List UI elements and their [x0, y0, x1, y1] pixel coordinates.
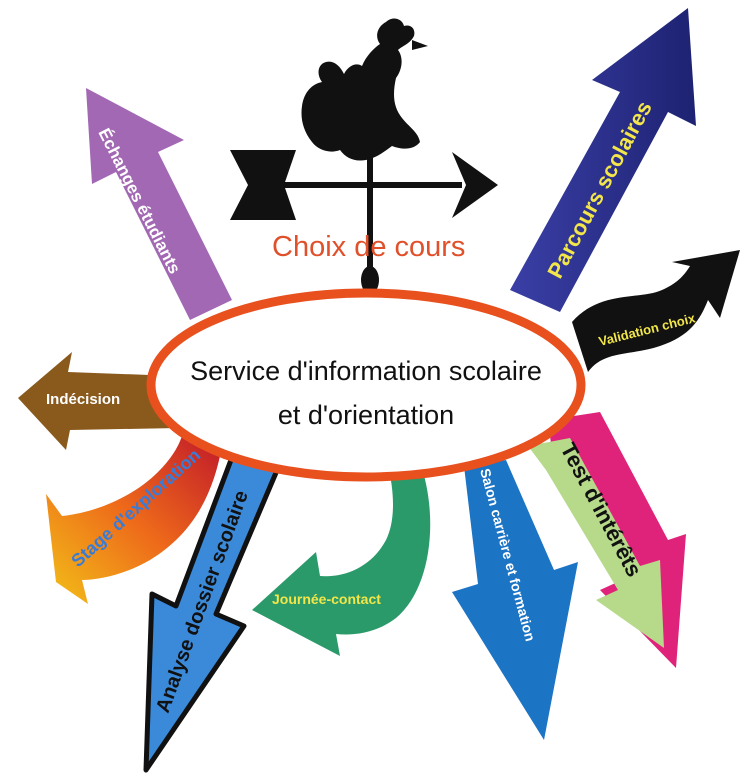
center-title-line2: et d'orientation — [278, 400, 454, 430]
arrow-validation-choix: Validation choix — [572, 250, 740, 372]
test-arrow-shape — [528, 438, 664, 648]
parcours-arrow-shape — [510, 8, 696, 312]
parcours-label: Parcours scolaires — [542, 97, 657, 283]
journee-label: Journée-contact — [272, 591, 381, 607]
arrow-journee-contact: Journée-contact — [252, 462, 431, 656]
arrow-salon-carriere: Salon carrière et formation — [452, 460, 578, 740]
center-title-line1: Service d'information scolaire — [190, 356, 542, 386]
indecision-arrow-shape — [18, 352, 178, 450]
arrow-parcours-scolaires: Parcours scolaires — [510, 8, 696, 312]
indecision-label: Indécision — [46, 391, 120, 408]
rooster-beak — [412, 40, 428, 50]
weathervane-label: Choix de cours — [272, 231, 465, 263]
journee-arrow-shape — [252, 462, 431, 656]
echanges-arrow-shape — [86, 88, 232, 320]
weathervane-pole — [367, 150, 373, 280]
weathervane: Choix de cours — [230, 18, 498, 294]
stage-arrow-shape — [46, 436, 222, 604]
center-ring — [146, 288, 586, 482]
salon-arrow-shape — [452, 460, 578, 740]
weathervane-arrow-icon — [230, 150, 498, 220]
center-node: Service d'information scolaire et d'orie… — [146, 288, 586, 482]
analyse-arrow-shape — [143, 449, 281, 773]
weathervane-bulb — [361, 266, 379, 294]
arrow-echanges-etudiants: Échanges étudiants — [86, 88, 232, 320]
validation-arrow-shape — [572, 250, 740, 372]
rooster-icon — [301, 18, 420, 161]
arrow-indecision: Indécision — [18, 352, 178, 450]
